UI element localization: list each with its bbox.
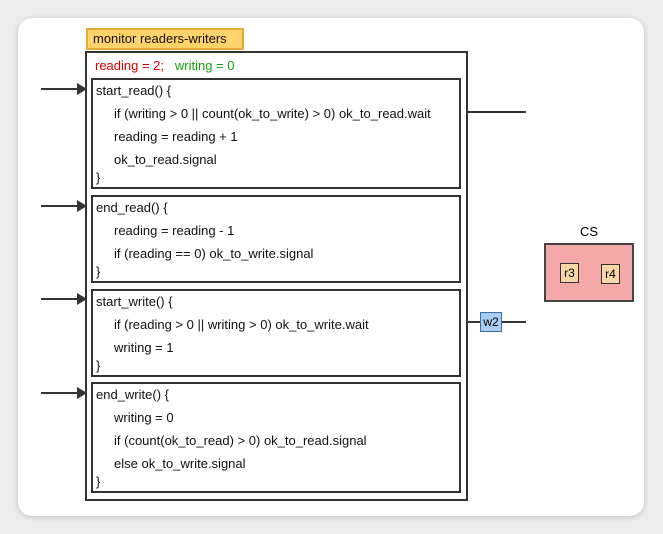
procedure-end-read: end_read() { reading = reading - 1 if (r… [91,195,461,283]
writing-variable: writing = 0 [174,58,235,73]
procedure-close: } [96,264,101,279]
procedure-start-write: start_write() { if (reading > 0 || writi… [91,289,461,377]
monitor-state: reading = 2; writing = 0 [95,58,235,74]
entry-arrow-end-read [41,205,79,207]
procedure-header: start_write() { [96,294,173,309]
reader-thread-r4: r4 [601,264,620,284]
reader-thread-r3: r3 [560,263,579,283]
entry-arrow-start-read [41,88,79,90]
critical-section-label: CS [579,224,599,239]
writer-thread-w2: w2 [480,312,502,332]
code-line: else ok_to_write.signal [114,456,246,471]
entry-arrow-start-write [41,298,79,300]
code-line: if (count(ok_to_read) > 0) ok_to_read.si… [114,433,367,448]
procedure-header: end_write() { [96,387,169,402]
procedure-header: end_read() { [96,200,168,215]
procedure-end-write: end_write() { writing = 0 if (count(ok_t… [91,382,461,493]
code-line: if (writing > 0 || count(ok_to_write) > … [114,106,431,121]
code-line: writing = 1 [114,340,174,355]
entry-arrow-end-write [41,392,79,394]
code-line: ok_to_read.signal [114,152,217,167]
ok-to-read-queue-line [468,111,526,113]
procedure-close: } [96,170,101,185]
arrowhead-icon [77,293,87,305]
procedure-start-read: start_read() { if (writing > 0 || count(… [91,78,461,189]
procedure-header: start_read() { [96,83,172,98]
reading-variable: reading = 2; [95,58,165,73]
arrowhead-icon [77,83,87,95]
monitor-title: monitor readers-writers [86,28,244,50]
critical-section-box: r3 r4 [544,243,634,302]
arrowhead-icon [77,200,87,212]
code-line: writing = 0 [114,410,174,425]
procedure-close: } [96,358,101,373]
procedure-close: } [96,474,101,489]
code-line: reading = reading - 1 [114,223,235,238]
code-line: if (reading == 0) ok_to_write.signal [114,246,314,261]
code-line: reading = reading + 1 [114,129,238,144]
arrowhead-icon [77,387,87,399]
code-line: if (reading > 0 || writing > 0) ok_to_wr… [114,317,369,332]
